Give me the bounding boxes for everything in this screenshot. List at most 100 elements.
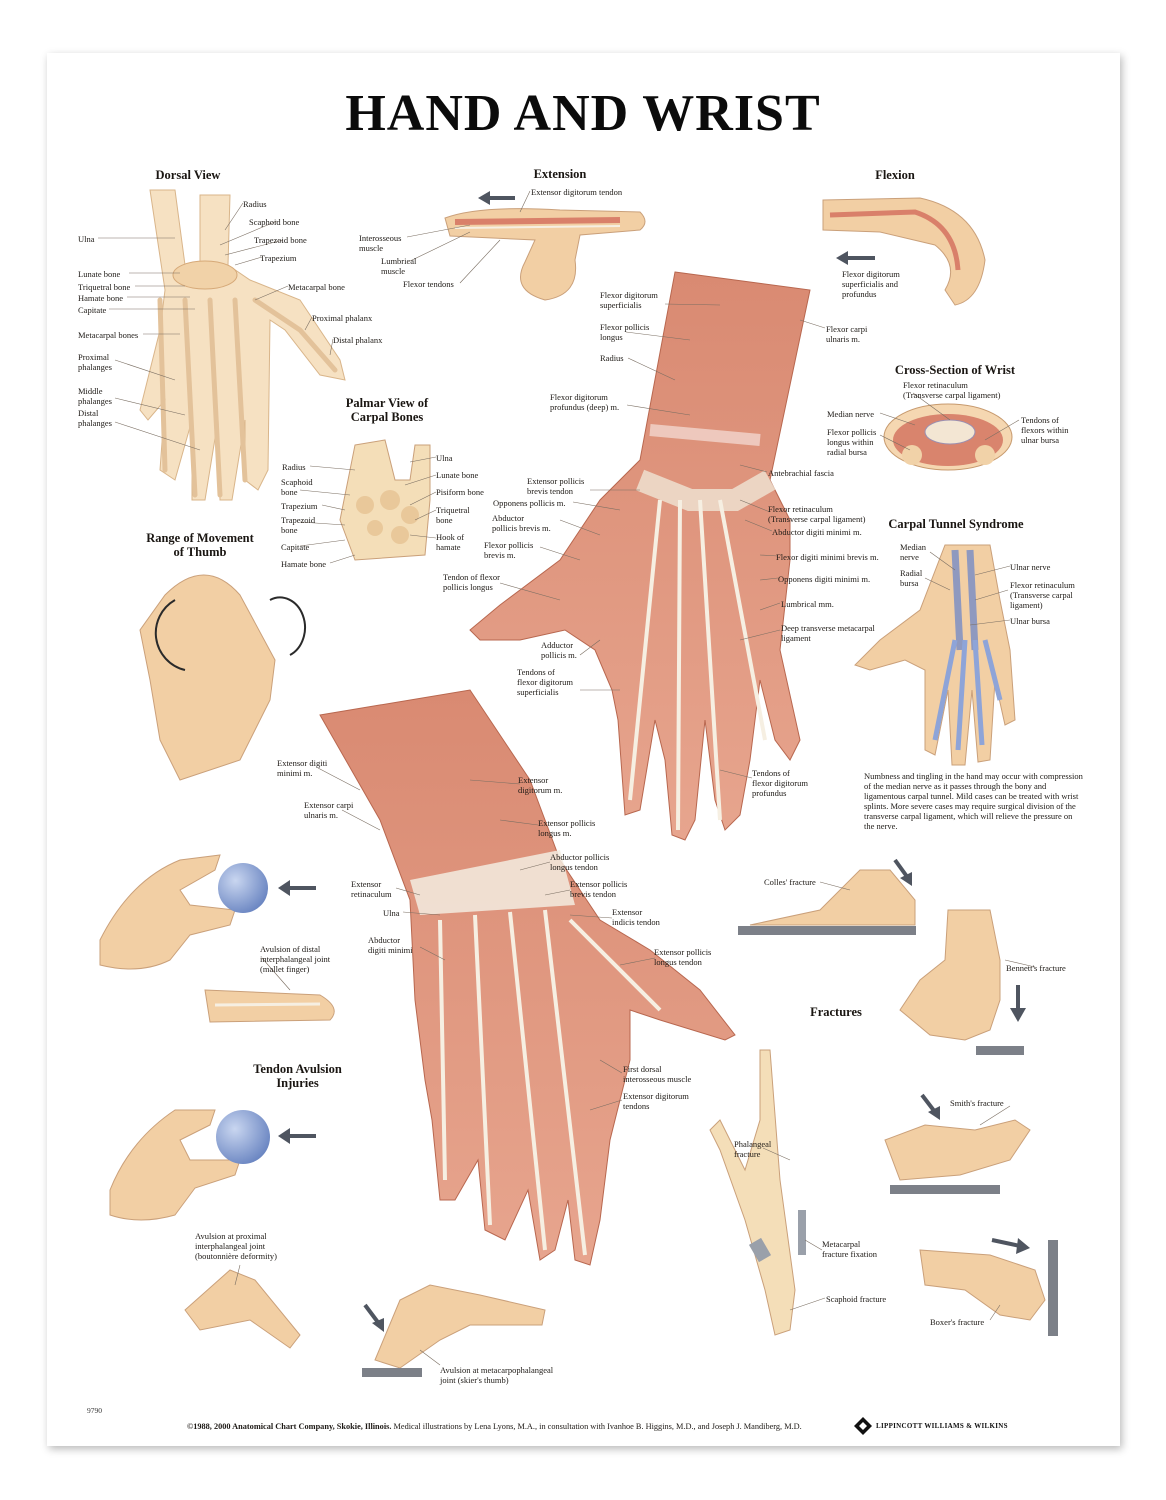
label-carpal-2: Lunate bone <box>436 470 479 480</box>
mallet-finger-illustration <box>204 989 335 1023</box>
label-dorsal-muscles-2: Extensor carpi ulnaris m. <box>304 800 354 820</box>
label-flexion-0: Flexor digitorum superficialis and profu… <box>842 269 900 299</box>
label-fractures-6: Boxer's fracture <box>930 1317 985 1327</box>
label-dorsal-muscles-7: Ulna <box>383 908 400 918</box>
label-fractures-4: Metacarpal fracture fixation <box>822 1239 877 1259</box>
label-dorsal-muscles-12: Extensor digitorum tendons <box>623 1091 689 1111</box>
label-dorsal-6: Distal phalanx <box>333 335 383 345</box>
label-carpal-10: Hamate bone <box>281 559 327 569</box>
heading-dorsal-view: Dorsal View <box>155 168 221 182</box>
label-dorsal-4: Metacarpal bone <box>288 282 345 292</box>
label-palmar-muscles-19: Tendons of flexor digitorum profundus <box>752 768 808 798</box>
label-carpal-tunnel-4: Ulnar bursa <box>1010 616 1050 626</box>
label-carpal-tunnel-3: Flexor retinaculum (Transverse carpal li… <box>1010 580 1075 610</box>
label-dorsal-muscles-3: Extensor pollicis longus m. <box>538 818 596 838</box>
thumb-movement-illustration <box>139 574 306 781</box>
label-dorsal-3: Trapezium <box>260 253 297 263</box>
label-carpal-7: Trapezoid bone <box>281 515 316 535</box>
label-dorsal-2: Trapezoid bone <box>254 235 307 245</box>
publisher-logo-icon <box>854 1417 872 1435</box>
label-carpal-4: Pisiform bone <box>436 487 484 497</box>
cross-section-illustration <box>883 403 1013 471</box>
label-carpal-9: Capitate <box>281 542 310 552</box>
label-carpal-6: Triquetral bone <box>436 505 470 525</box>
leader-lines <box>98 190 1036 1366</box>
label-palmar-muscles-2: Radius <box>600 353 624 363</box>
label-dorsal-muscles-0: Extensor digiti minimi m. <box>277 758 328 778</box>
label-palmar-muscles-18: Tendons of flexor digitorum superficiali… <box>517 667 573 697</box>
label-dorsal-11: Capitate <box>78 305 107 315</box>
label-dorsal-muscles-8: Extensor indicis tendon <box>612 907 660 927</box>
label-dorsal-muscles-1: Extensor digitorum m. <box>518 775 563 795</box>
palmar-muscle-illustration <box>469 271 811 841</box>
skiers-thumb-illustration <box>362 1284 546 1377</box>
heading-extension: Extension <box>533 167 587 181</box>
label-dorsal-7: Ulna <box>78 234 95 244</box>
label-palmar-muscles-13: Flexor digiti minimi brevis m. <box>776 552 879 562</box>
label-cross-section-1: Median nerve <box>827 409 874 419</box>
label-palmar-muscles-3: Flexor carpi ulnaris m. <box>826 324 868 344</box>
footer-copyright: ©1988, 2000 Anatomical Chart Company, Sk… <box>187 1422 392 1431</box>
label-dorsal-15: Distal phalanges <box>78 408 112 428</box>
heading-carpal-bones: Palmar View of Carpal Bones <box>345 396 429 424</box>
label-dorsal-muscles-11: First dorsal interosseous muscle <box>623 1064 692 1084</box>
label-dorsal-muscles-10: Extensor pollicis longus tendon <box>654 947 712 967</box>
label-palmar-muscles-6: Extensor pollicis brevis tendon <box>527 476 585 496</box>
chart-code: 9790 <box>87 1406 102 1415</box>
finger-skeleton-fracture-illustration <box>709 1049 806 1336</box>
label-carpal-0: Ulna <box>436 453 453 463</box>
label-fractures-3: Phalangeal fracture <box>734 1139 772 1159</box>
label-fractures-0: Colles' fracture <box>764 877 816 887</box>
label-dorsal-10: Hamate bone <box>78 293 124 303</box>
dorsal-view-illustration <box>139 189 346 501</box>
label-extension-3: Flexor tendons <box>403 279 454 289</box>
label-cross-section-3: Tendons of flexors within ulnar bursa <box>1021 415 1069 445</box>
label-palmar-muscles-1: Flexor pollicis longus <box>600 322 650 342</box>
footer-credits: ©1988, 2000 Anatomical Chart Company, Sk… <box>187 1422 802 1431</box>
label-palmar-muscles-7: Opponens pollicis m. <box>493 498 566 508</box>
label-palmar-muscles-10: Tendon of flexor pollicis longus <box>443 572 500 592</box>
label-tendon-avulsion-2: Avulsion at metacarpophalangeal joint (s… <box>440 1365 554 1385</box>
label-palmar-muscles-17: Adductor pollicis m. <box>541 640 577 660</box>
heading-thumb-movement: Range of Movement of Thumb <box>146 531 254 559</box>
smiths-fracture-illustration <box>884 1093 1031 1194</box>
heading-flexion: Flexion <box>875 168 915 182</box>
label-dorsal-0: Radius <box>243 199 267 209</box>
boutonniere-illustration <box>184 1269 301 1349</box>
label-extension-0: Extensor digitorum tendon <box>531 187 623 197</box>
label-dorsal-12: Metacarpal bones <box>78 330 139 340</box>
heading-cross-section: Cross-Section of Wrist <box>894 363 1016 377</box>
colles-fracture-illustration <box>738 858 916 935</box>
label-carpal-tunnel-1: Radial bursa <box>900 568 923 588</box>
boxers-fracture-illustration <box>919 1238 1058 1336</box>
label-carpal-1: Radius <box>282 462 306 472</box>
label-extension-1: Interosseous muscle <box>359 233 402 253</box>
label-carpal-tunnel-0: Median nerve <box>900 542 926 562</box>
label-dorsal-muscles-5: Extensor retinaculum <box>351 879 392 899</box>
extension-illustration <box>444 191 646 301</box>
label-dorsal-muscles-4: Abductor pollicis longus tendon <box>550 852 610 872</box>
label-dorsal-8: Lunate bone <box>78 269 121 279</box>
publisher-name: LIPPINCOTT WILLIAMS & WILKINS <box>876 1422 1008 1430</box>
label-palmar-muscles-12: Abductor digiti minimi m. <box>772 527 862 537</box>
label-dorsal-1: Scaphoid bone <box>249 217 300 227</box>
label-carpal-5: Trapezium <box>281 501 318 511</box>
carpal-tunnel-illustration <box>854 544 1016 766</box>
heading-fractures: Fractures <box>810 1005 862 1019</box>
poster-title: HAND AND WRIST <box>345 85 821 142</box>
label-dorsal-9: Triquetral bone <box>78 282 131 292</box>
label-palmar-muscles-8: Abductor pollicis brevis m. <box>492 513 551 533</box>
label-tendon-avulsion-1: Avulsion at proximal interphalangeal joi… <box>195 1231 277 1261</box>
label-dorsal-muscles-6: Extensor pollicis brevis tendon <box>570 879 628 899</box>
pinch-top-illustration <box>99 854 316 970</box>
label-dorsal-14: Middle phalanges <box>78 386 112 406</box>
pinch-bottom-illustration <box>109 1109 316 1221</box>
heading-carpal-tunnel: Carpal Tunnel Syndrome <box>888 517 1024 531</box>
label-fractures-1: Bennett's fracture <box>1006 963 1066 973</box>
label-palmar-muscles-9: Flexor pollicis brevis m. <box>484 540 534 560</box>
label-cross-section-0: Flexor retinaculum (Transverse carpal li… <box>903 380 1001 400</box>
carpal-tunnel-description: Numbness and tingling in the hand may oc… <box>864 771 1083 831</box>
label-palmar-muscles-11: Flexor retinaculum (Transverse carpal li… <box>768 504 866 524</box>
footer-illustration-credits: Medical illustrations by Lena Lyons, M.A… <box>391 1422 802 1431</box>
